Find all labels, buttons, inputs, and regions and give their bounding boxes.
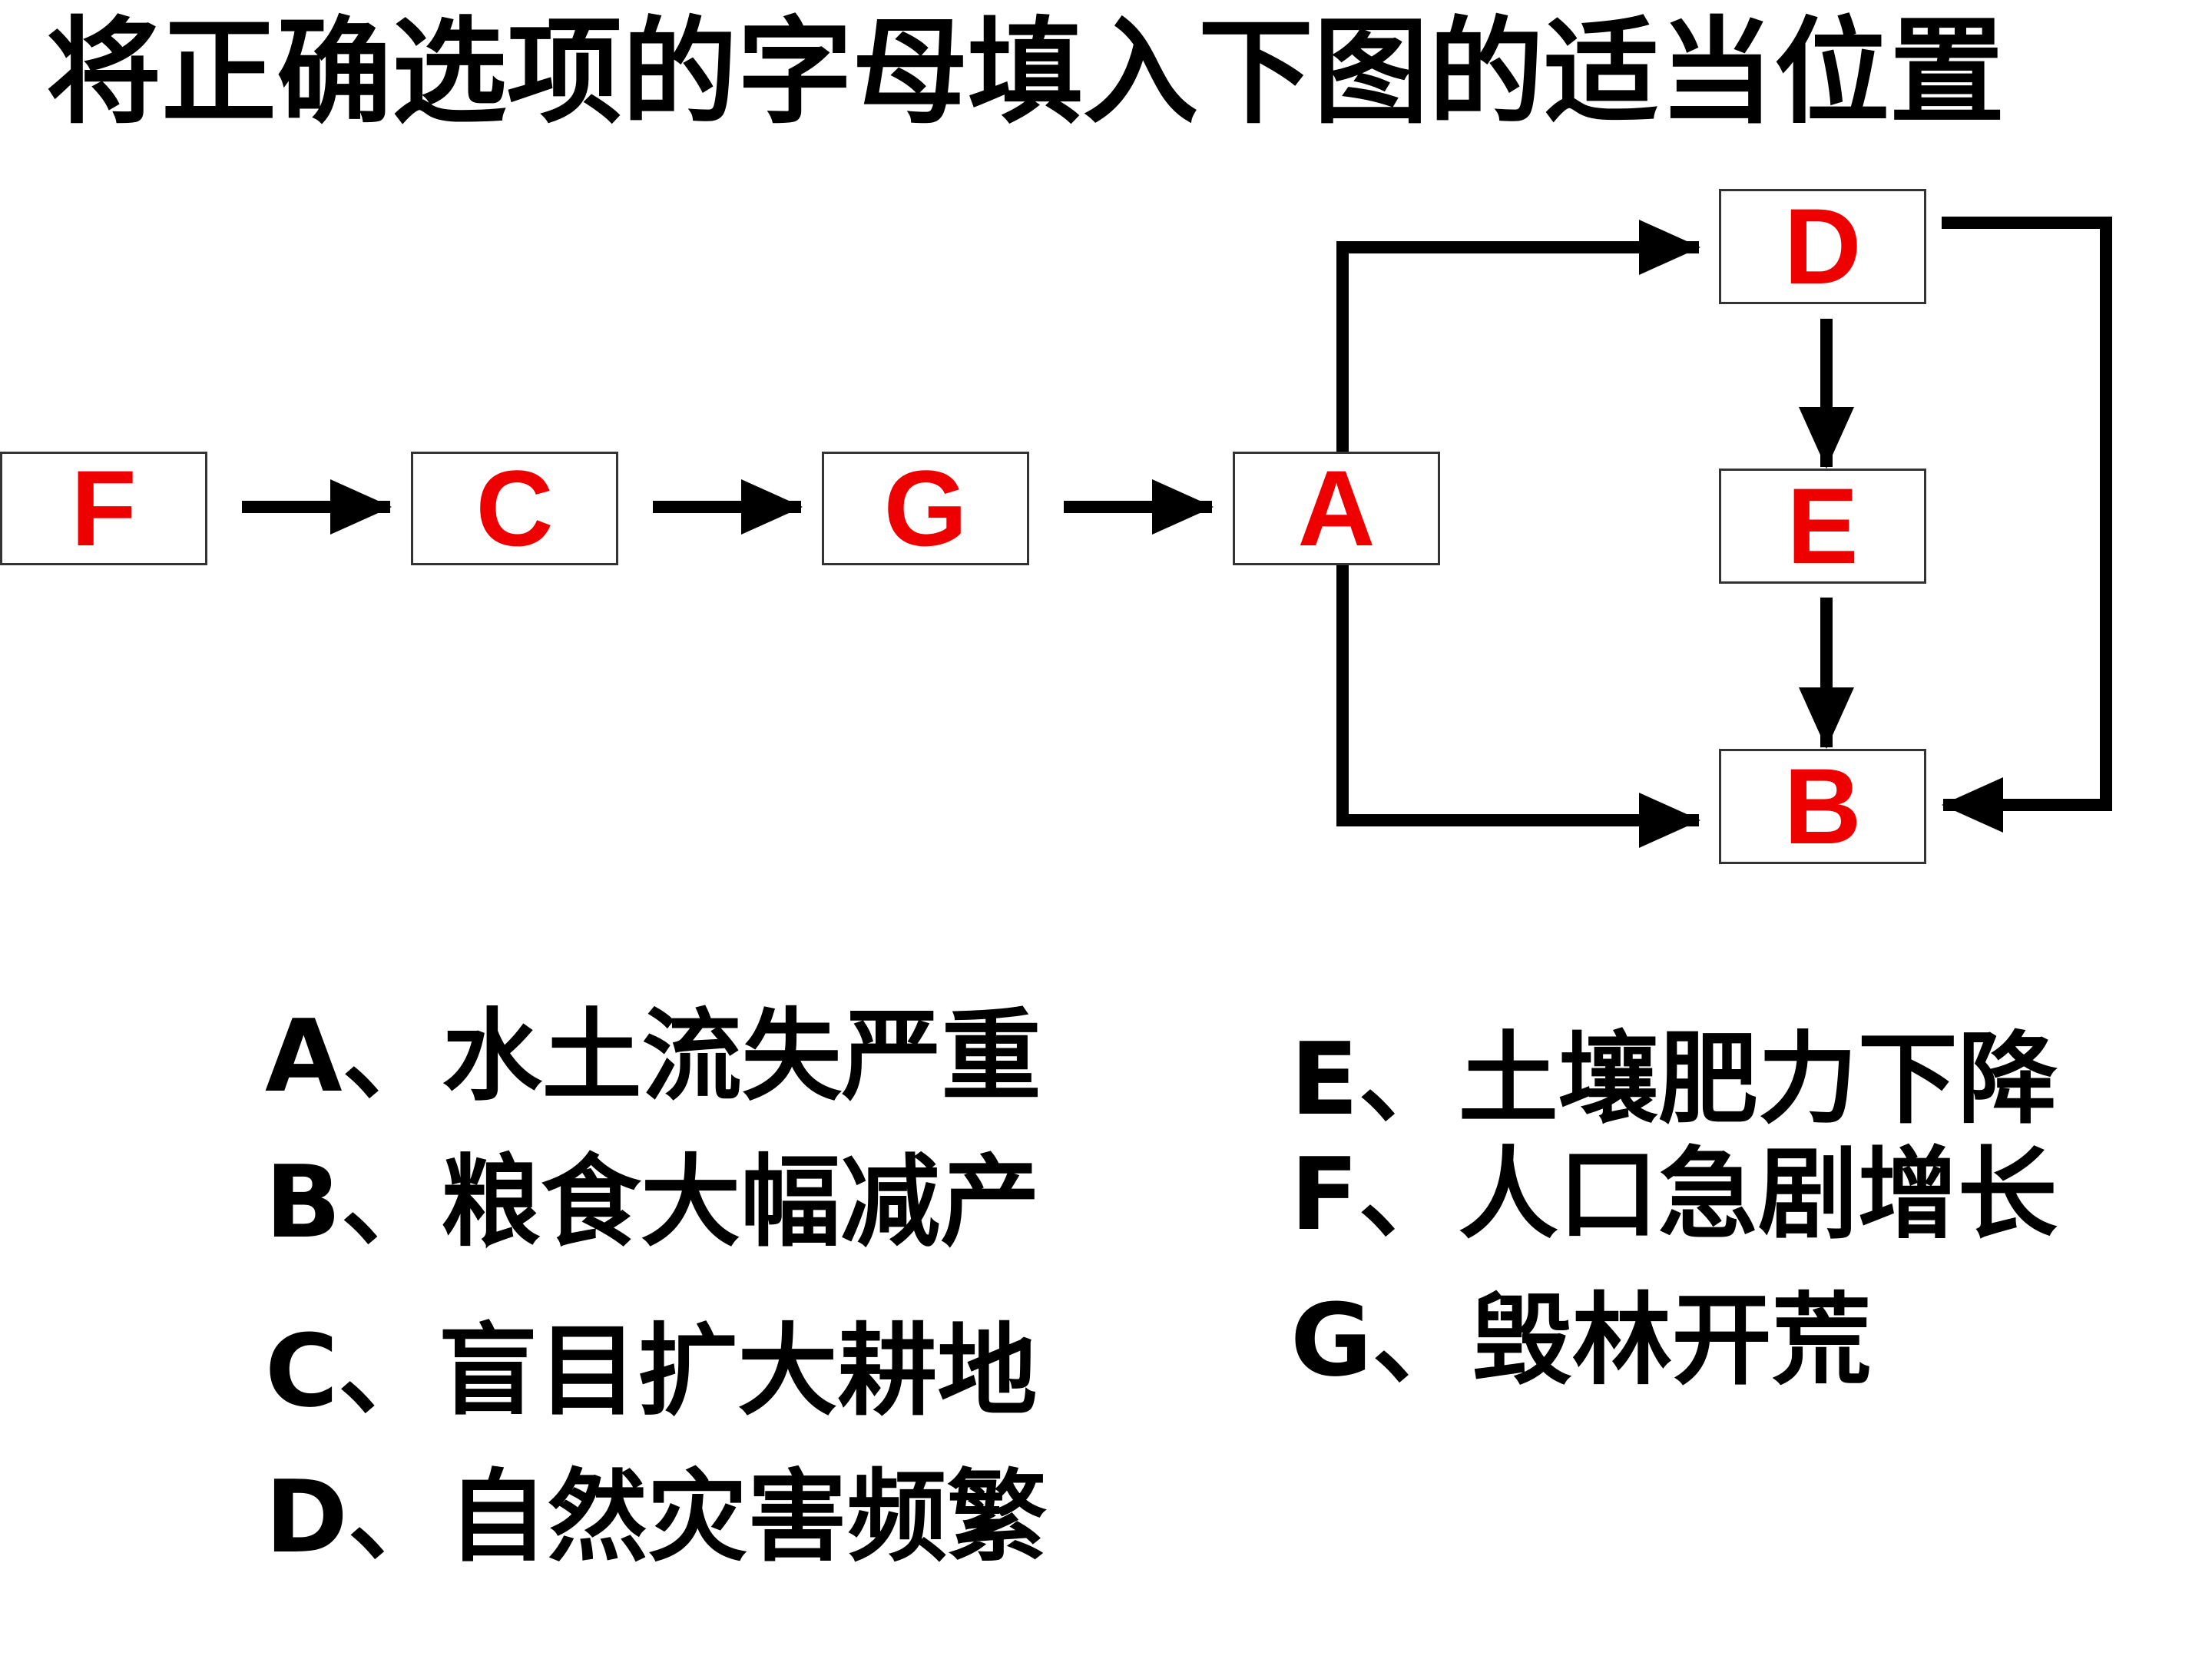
box-a-letter: A <box>1297 448 1376 568</box>
box-e-letter: E <box>1786 465 1859 586</box>
box-a: A <box>1233 452 1440 565</box>
page-title: 将正确选项的字母填入下图的适当位置 <box>46 6 2005 140</box>
box-f-letter: F <box>71 448 137 568</box>
box-d-letter: D <box>1783 186 1862 306</box>
box-f: F <box>0 452 207 565</box>
arrow-d-to-b <box>1942 217 2112 833</box>
option-a: A、水土流失严重 <box>265 998 1041 1114</box>
option-f: F、人口急剧增长 <box>1290 1136 2058 1253</box>
box-g-letter: G <box>883 448 968 568</box>
box-b: B <box>1719 749 1926 864</box>
box-d: D <box>1719 189 1926 304</box>
box-e: E <box>1719 469 1926 584</box>
box-b-letter: B <box>1783 746 1862 866</box>
option-b: B、粮食大幅减产 <box>265 1144 1041 1260</box>
arrow-a-to-b <box>1336 565 1700 848</box>
option-c: C、盲目扩大耕地 <box>265 1313 1038 1429</box>
box-c-letter: C <box>475 448 554 568</box>
option-d: D、自然灾害频繁 <box>265 1459 1047 1575</box>
option-e: E、土壤肥力下降 <box>1290 1021 2058 1137</box>
box-g: G <box>822 452 1029 565</box>
option-g: G、毁林开荒 <box>1290 1282 1872 1399</box>
box-c: C <box>411 452 618 565</box>
arrow-a-to-d <box>1336 220 1700 452</box>
